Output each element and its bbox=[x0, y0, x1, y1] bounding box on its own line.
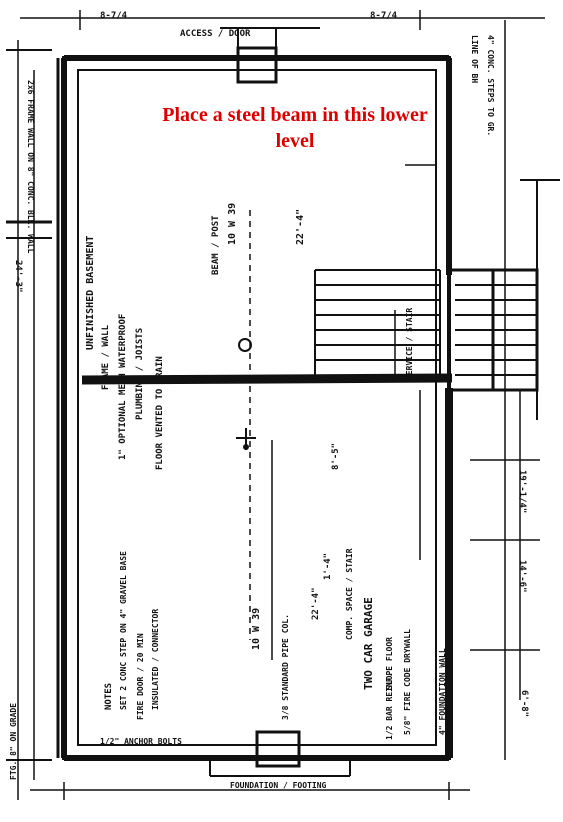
lower-note-2: 3/8 STANDARD PIPE COL. bbox=[281, 614, 290, 720]
beam-note-2: BEAM / POST bbox=[211, 215, 221, 275]
garage-slope: SLOPE FLOOR bbox=[385, 637, 394, 690]
right-dim-2: 14'-6" bbox=[517, 560, 527, 593]
beam-note-1: 10 W 39 bbox=[227, 203, 238, 245]
bottom-left-note-4: INSULATED / CONNECTOR bbox=[151, 609, 160, 710]
right-dim-1: 19'-1/4" bbox=[517, 470, 527, 513]
right-note-1: LINE OF BH bbox=[470, 35, 479, 83]
steel-beam-annotation: Place a steel beam in this lower level bbox=[162, 104, 428, 152]
bottom-access-block bbox=[209, 730, 351, 777]
interior-note-2: FRAME / WALL bbox=[101, 324, 111, 390]
left-fdn-label: FTG. 8" ON GRADE bbox=[9, 703, 18, 780]
right-dimensions bbox=[470, 20, 540, 760]
left-dim-label: 24'-3" bbox=[13, 260, 23, 293]
bottom-right-note-1: 1/2 BAR REINF. bbox=[385, 673, 394, 740]
right-dim-3: 6'-8" bbox=[519, 690, 529, 717]
bottom-note-2: FOUNDATION / FOOTING bbox=[230, 781, 327, 790]
misc-marks bbox=[236, 164, 435, 746]
top-access-label: ACCESS / DOOR bbox=[180, 29, 251, 39]
bottom-left-note-2: SET 2 CONC STEP ON 4" GRAVEL BASE bbox=[119, 551, 128, 710]
bottom-dimensions bbox=[30, 782, 470, 800]
bottom-note-1: 1/2" ANCHOR BOLTS bbox=[100, 737, 182, 746]
lower-dim-1: 22'-4" bbox=[311, 587, 321, 620]
lower-dim-2: 8'-5" bbox=[331, 443, 341, 470]
bottom-right-note-3: 4" FOUNDATION WALL bbox=[438, 648, 447, 735]
top-dim-left: 8-7/4 bbox=[100, 11, 128, 21]
steel-beam-line bbox=[81, 210, 453, 660]
lower-note-1: 10 W 39 bbox=[251, 608, 262, 650]
bottom-right-note-2: 5/8" FIRE CODE DRYWALL bbox=[403, 629, 412, 735]
garage-note: COMP. SPACE / STAIR bbox=[345, 548, 354, 640]
top-dimensions bbox=[20, 10, 545, 30]
top-dim-right: 8-7/4 bbox=[370, 11, 398, 21]
interior-note-1: UNFINISHED BASEMENT bbox=[85, 236, 96, 350]
top-access-block bbox=[220, 27, 320, 84]
garage-label: TWO CAR GARAGE bbox=[362, 597, 375, 690]
bottom-left-note-1: NOTES bbox=[104, 683, 114, 710]
interior-note-5: FLOOR VENTED TO DRAIN bbox=[155, 356, 165, 470]
lower-dim-3: 1'-4" bbox=[323, 553, 333, 580]
interior-note-4: PLUMBING / JOISTS bbox=[135, 328, 145, 420]
interior-stairs bbox=[314, 269, 441, 375]
left-dimensions bbox=[6, 40, 52, 800]
beam-note-3: 22'-4" bbox=[295, 209, 306, 245]
interior-note-3: 1" OPTIONAL MESH WATERPROOF bbox=[118, 314, 128, 460]
bottom-left-note-3: FIRE DOOR / 20 MIN bbox=[136, 633, 145, 720]
right-note-2: 4" CONC. STEPS TO GR. bbox=[486, 35, 495, 136]
stair-block bbox=[447, 179, 560, 420]
right-note-3: SERVICE / STAIR bbox=[405, 308, 414, 380]
left-wall-note: 2x6 FRAME WALL ON 8" CONC. BLK. WALL bbox=[26, 80, 35, 254]
